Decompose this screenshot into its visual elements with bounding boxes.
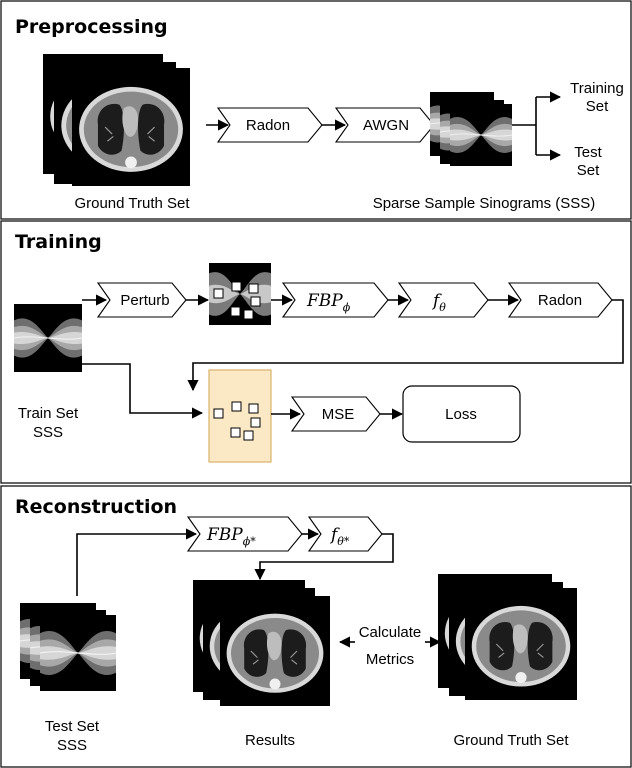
test-set-label-1: Test Set [45,718,100,735]
radon-label: Radon [246,117,290,134]
train-set-sinogram [14,303,82,373]
f-step [397,282,489,318]
mse-step [290,396,381,432]
radon-step [216,107,323,143]
f-to-results-wire [254,533,394,581]
masked-compare-box [208,369,272,463]
training-title: Training [15,231,102,253]
train-set-label-2: SSS [33,424,63,441]
recon-ground-truth-label: Ground Truth Set [453,732,569,749]
fbp-step [281,282,389,318]
calculate-label: Calculate [359,624,422,641]
awgn-label: AWGN [363,117,409,134]
train-radon-label: Radon [538,292,582,309]
test-set-to-fbp-wire [76,528,198,596]
loop-back-wire [187,299,624,392]
ground-truth-ct-stack [42,54,191,186]
recon-f-step [307,516,383,552]
perturb-step [96,282,187,318]
perturb-label: Perturb [120,292,169,309]
mse-label: MSE [322,406,355,423]
perturbed-image [209,263,271,325]
fbp-label: FBPϕ [306,291,351,314]
preprocessing-title: Preprocessing [15,16,168,38]
test-set-label-1: Test [574,144,602,161]
test-set-label-2: SSS [57,737,87,754]
training-set-label-2: Set [586,98,609,115]
loss-box [402,385,521,443]
metrics-label: Metrics [366,651,414,668]
test-set-sinogram-stack [20,602,116,692]
recon-f-label: fθ* [329,525,350,548]
loss-label: Loss [445,406,477,423]
f-label: fθ [431,291,446,314]
training-panel [0,220,632,484]
ground-truth-label: Ground Truth Set [74,195,190,212]
sss-sinogram-stack [430,91,512,167]
train-radon-step [507,282,613,318]
training-set-label-1: Training [570,80,624,97]
recon-ground-truth-stack [438,574,578,700]
recon-fbp-step [186,516,303,552]
results-label: Results [245,732,295,749]
recon-fbp-label: FBPϕ* [206,525,256,548]
reconstruction-title: Reconstruction [15,496,177,518]
train-set-to-compare-wire [82,363,204,419]
awgn-step [334,107,435,143]
train-set-label-1: Train Set [18,405,79,422]
results-ct-stack [192,580,331,706]
test-set-label-2: Set [577,162,600,179]
sss-label: Sparse Sample Sinograms (SSS) [373,195,596,212]
